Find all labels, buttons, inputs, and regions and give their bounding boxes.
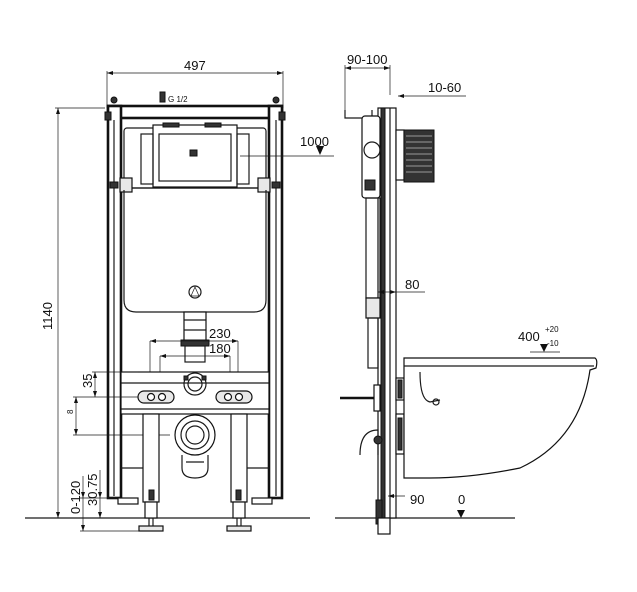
flush-offset-label: 90-100 <box>347 52 387 67</box>
bowl-tol-minus: -10 <box>547 339 559 348</box>
side-view: 90-100 10-60 <box>335 52 598 535</box>
floor-level-marker <box>457 510 465 518</box>
cistern-body <box>123 190 267 313</box>
side-foot <box>377 517 391 535</box>
left-leg <box>142 413 160 503</box>
bowl-height-label: 400 <box>518 329 540 344</box>
wall-gap-label: 10-60 <box>428 80 461 95</box>
drain-connector-top <box>183 372 207 396</box>
bolt-slot-left <box>137 390 175 404</box>
drain-pipe <box>181 455 209 479</box>
flush-plate <box>403 129 435 183</box>
toilet-bowl <box>403 357 598 479</box>
cistern-logo-icon <box>188 285 202 299</box>
flush-bracket <box>344 110 373 119</box>
right-foot <box>232 501 246 519</box>
button-height-label: 1000 <box>300 134 329 149</box>
flush-pipe <box>183 311 207 343</box>
bolt-slot-right <box>215 390 253 404</box>
inlet-label: G 1/2 <box>168 95 188 104</box>
left-foot <box>144 501 158 519</box>
bolt-small-label: 8 <box>66 409 75 414</box>
right-foot-plate <box>226 525 252 532</box>
bolt-height-label: 35 <box>80 374 95 388</box>
flush-opening <box>158 133 232 182</box>
left-foot-plate <box>138 525 164 532</box>
right-leg <box>230 413 248 503</box>
bowl-tol-plus: +20 <box>545 325 559 334</box>
profile-depth-label: 80 <box>405 277 419 292</box>
foot-offset-label: 30.75 <box>85 473 100 506</box>
bolt-spacing-outer-label: 230 <box>209 326 231 341</box>
frame-width-label: 497 <box>184 58 206 73</box>
foot-range-label: 0-120 <box>68 481 83 514</box>
frame-height-label: 1140 <box>40 302 55 330</box>
front-view: 497 1140 G 1/2 <box>25 58 334 532</box>
bolt-spacing-inner-label: 180 <box>209 341 231 356</box>
drain-bend <box>359 429 379 456</box>
frame-top-bar <box>106 104 284 120</box>
bowl-inner-trap <box>419 371 441 403</box>
floor-level-label: 0 <box>458 492 465 507</box>
floor-depth-label: 90 <box>410 492 424 507</box>
